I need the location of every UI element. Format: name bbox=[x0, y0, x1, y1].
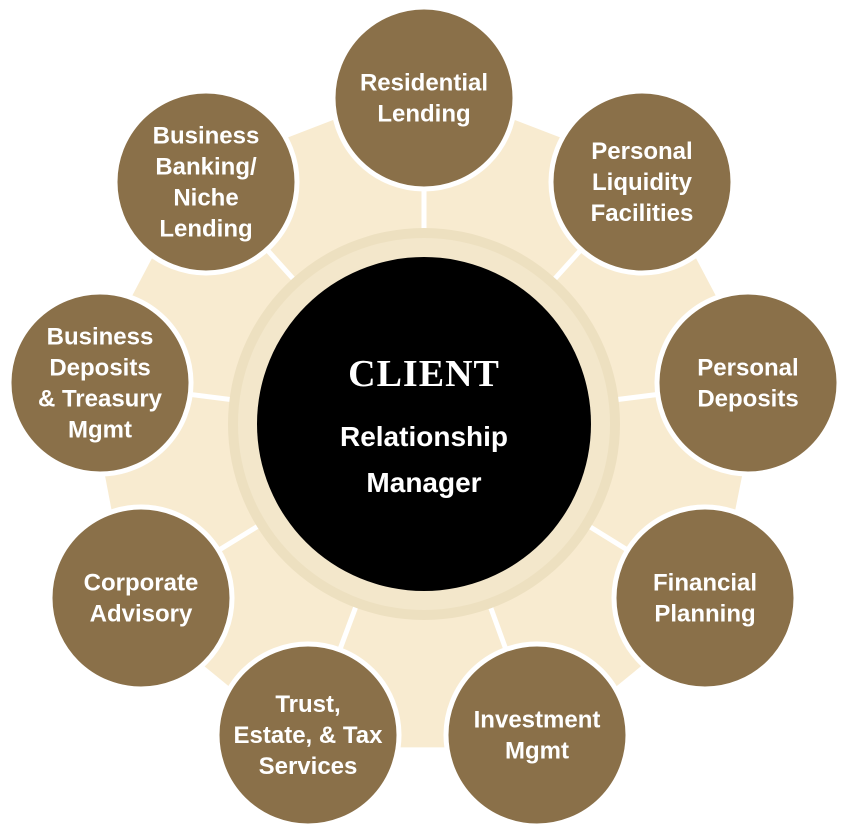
service-label-line: Deposits bbox=[49, 355, 150, 382]
service-label-line: Investment bbox=[474, 707, 601, 734]
service-circle bbox=[6, 289, 194, 477]
service-circle bbox=[214, 641, 402, 829]
service-circle bbox=[611, 504, 799, 692]
service-label-line: Liquidity bbox=[592, 169, 693, 196]
service-label-line: Lending bbox=[377, 101, 470, 128]
service-nodes: ResidentialLendingPersonalLiquidityFacil… bbox=[6, 4, 842, 829]
center-circle bbox=[257, 257, 591, 591]
service-label-line: Lending bbox=[159, 216, 252, 243]
service-label-line: Trust, bbox=[275, 691, 340, 718]
service-label-line: Residential bbox=[360, 70, 488, 97]
center-subtitle-line: Manager bbox=[366, 467, 481, 498]
service-label-line: & Treasury bbox=[38, 386, 163, 413]
service-label-line: Advisory bbox=[90, 601, 193, 628]
service-label-line: Services bbox=[259, 753, 358, 780]
center-title: CLIENT bbox=[348, 353, 500, 395]
center-subtitle-line: Relationship bbox=[340, 421, 508, 452]
service-label-line: Planning bbox=[654, 601, 755, 628]
service-label-line: Personal bbox=[591, 138, 692, 165]
service-label-line: Business bbox=[153, 123, 260, 150]
service-circle bbox=[330, 4, 518, 192]
center-node: CLIENT Relationship Manager bbox=[257, 257, 591, 591]
service-label-line: Banking/ bbox=[155, 154, 257, 181]
service-circle bbox=[654, 289, 842, 477]
service-label-line: Mgmt bbox=[68, 417, 132, 444]
service-label-line: Facilities bbox=[591, 200, 694, 227]
service-label-line: Deposits bbox=[697, 386, 798, 413]
service-label-line: Corporate bbox=[84, 570, 199, 597]
service-circle bbox=[47, 504, 235, 692]
service-label-line: Business bbox=[47, 324, 154, 351]
service-label-line: Mgmt bbox=[505, 738, 569, 765]
service-circle bbox=[112, 88, 300, 276]
service-label-line: Niche bbox=[173, 185, 238, 212]
service-label-line: Personal bbox=[697, 355, 798, 382]
service-label-line: Estate, & Tax bbox=[234, 722, 384, 749]
service-circle bbox=[548, 88, 736, 276]
service-circle bbox=[443, 641, 631, 829]
service-label-line: Financial bbox=[653, 570, 757, 597]
